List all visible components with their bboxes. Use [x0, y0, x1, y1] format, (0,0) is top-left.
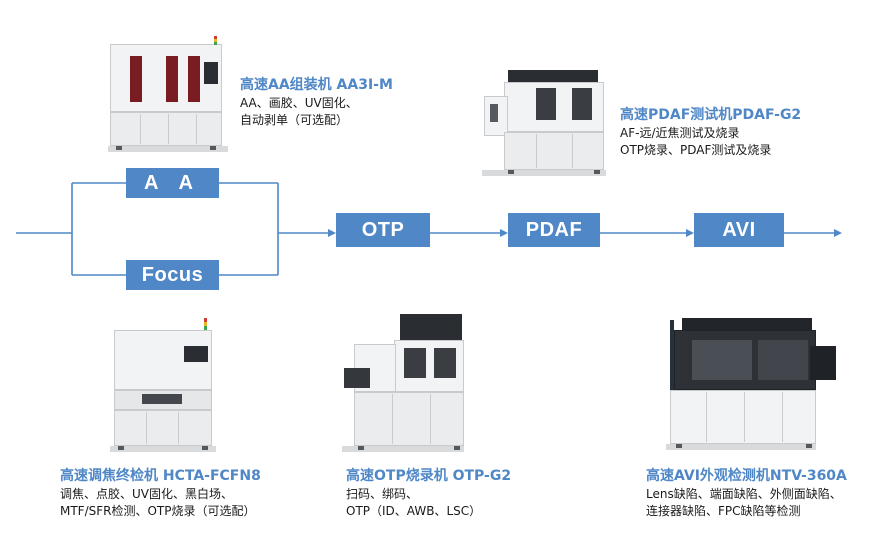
pdaf-line-2: OTP烧录、PDAF测试及烧录 [620, 143, 772, 157]
pdaf-title: 高速PDAF测试机PDAF-G2 [620, 107, 802, 123]
stage-focus: Focus [126, 260, 219, 290]
stage-pdaf: PDAF [508, 213, 600, 247]
otp-description: 扫码、绑码、 OTP（ID、AWB、LSC） [346, 486, 481, 520]
hcta-line-2: MTF/SFR检测、OTP烧录（可选配） [60, 504, 256, 518]
aa3i-line-2: 自动剥单（可选配） [240, 113, 349, 127]
otp-line-1: 扫码、绑码、 [346, 487, 419, 501]
pdaf-description: AF-远/近焦测试及烧录 OTP烧录、PDAF测试及烧录 [620, 125, 771, 159]
stage-avi: AVI [694, 213, 784, 247]
aa3i-title: 高速AA组装机 AA3I-M [240, 77, 393, 93]
aa3i-machine-image [104, 36, 230, 154]
hcta-machine-image [106, 316, 220, 454]
hcta-line-1: 调焦、点胶、UV固化、黑白场、 [60, 487, 233, 501]
stage-otp: OTP [336, 213, 430, 247]
avi-line-1: Lens缺陷、端面缺陷、外侧面缺陷、 [646, 487, 842, 501]
hcta-title: 高速调焦终检机 HCTA-FCFN8 [60, 468, 261, 484]
otp-line-2: OTP（ID、AWB、LSC） [346, 504, 482, 518]
hcta-description: 调焦、点胶、UV固化、黑白场、 MTF/SFR检测、OTP烧录（可选配） [60, 486, 256, 520]
otp-machine-image [338, 314, 468, 454]
aa3i-description: AA、画胶、UV固化、 自动剥单（可选配） [240, 95, 358, 129]
avi-line-2: 连接器缺陷、FPC缺陷等检测 [646, 504, 801, 518]
stage-aa: A A [126, 168, 219, 198]
pdaf-line-1: AF-远/近焦测试及烧录 [620, 126, 740, 140]
pdaf-machine-image [478, 70, 610, 178]
otp-title: 高速OTP烧录机 OTP-G2 [346, 468, 512, 484]
aa3i-line-1: AA、画胶、UV固化、 [240, 96, 358, 110]
avi-description: Lens缺陷、端面缺陷、外侧面缺陷、 连接器缺陷、FPC缺陷等检测 [646, 486, 842, 520]
avi-title: 高速AVI外观检测机NTV-360A [646, 468, 847, 484]
avi-machine-image [662, 316, 842, 452]
